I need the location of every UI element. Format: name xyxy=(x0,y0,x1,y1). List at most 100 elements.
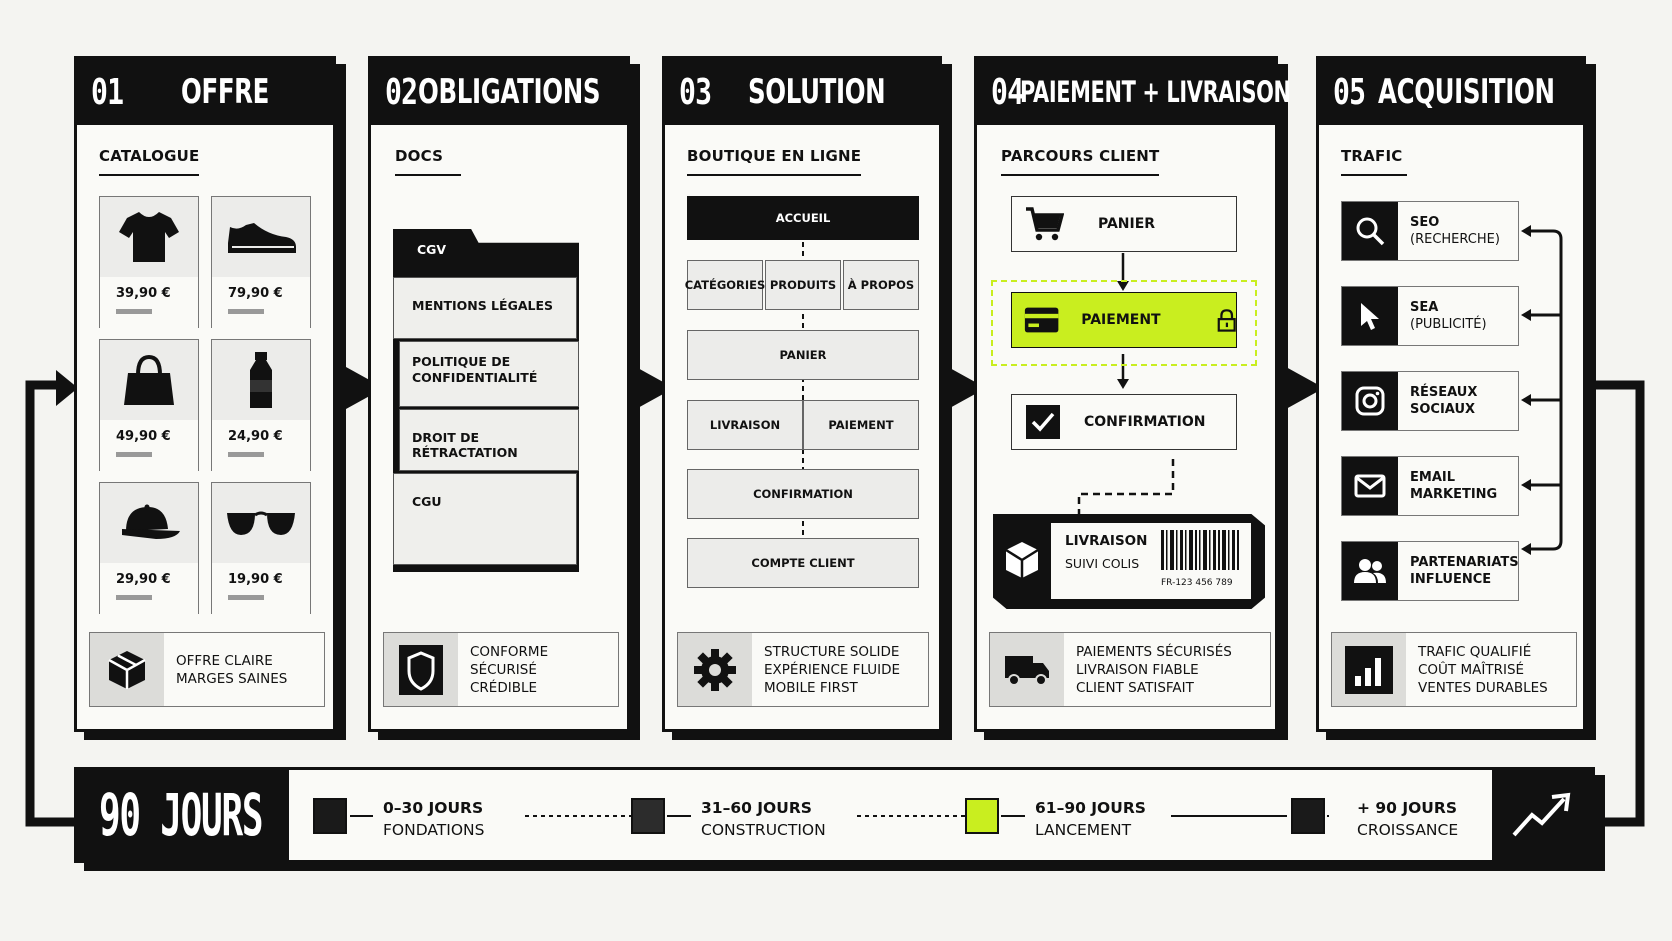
summary-line: CLIENT SATISFAIT xyxy=(1076,679,1194,696)
package-icon xyxy=(108,650,146,689)
summary-line: LIVRAISON FIABLE xyxy=(1076,661,1199,678)
sitemap-home[interactable]: ACCUEIL xyxy=(687,196,919,240)
lock-icon xyxy=(1217,309,1236,332)
cart-icon xyxy=(1026,207,1064,241)
sitemap-dashed-line xyxy=(802,224,804,537)
channel-name: EMAIL xyxy=(1410,470,1455,485)
column-title: PAIEMENT + LIVRAISON xyxy=(1020,75,1292,109)
mail-icon xyxy=(1354,474,1386,498)
phase-label: CONSTRUCTION xyxy=(701,821,826,839)
sitemap-confirmation[interactable]: CONFIRMATION xyxy=(687,469,919,519)
column-header: 04 PAIEMENT + LIVRAISON xyxy=(977,59,1291,125)
journey-payment-label: PAIEMENT xyxy=(1081,312,1161,328)
search-icon xyxy=(1356,217,1385,246)
phase-swatch xyxy=(631,798,665,834)
timeline-phase[interactable]: 0–30 JOURS FONDATIONS xyxy=(313,770,533,860)
channel-detail: INFLUENCE xyxy=(1410,572,1492,587)
phase-swatch xyxy=(965,798,999,834)
barcode-icon xyxy=(1161,530,1239,570)
phase-range: + 90 JOURS xyxy=(1357,799,1457,817)
tracking-number: FR-123 456 789 xyxy=(1161,578,1233,588)
trend-up-icon xyxy=(1512,792,1571,837)
sitemap-nav-item[interactable]: À PROPOS xyxy=(843,260,919,310)
journey-cart[interactable]: PANIER xyxy=(1011,196,1237,252)
sitemap-nav-item[interactable]: CATÉGORIES xyxy=(685,260,765,310)
column-number: 03 xyxy=(679,71,712,113)
phase-label: LANCEMENT xyxy=(1035,821,1132,839)
phase-swatch xyxy=(313,798,347,834)
summary-line: EXPÉRIENCE FLUIDE xyxy=(764,661,901,678)
timeline-phase[interactable]: 61–90 JOURS LANCEMENT xyxy=(965,770,1185,860)
channel-name: SEO xyxy=(1410,215,1440,230)
traffic-channel[interactable]: SEA (PUBLICITÉ) xyxy=(1341,286,1519,346)
summary-line: CRÉDIBLE xyxy=(470,679,538,696)
cap-icon xyxy=(122,504,180,539)
delivery-ticket[interactable]: LIVRAISON SUIVI COLIS FR-123 456 789 xyxy=(993,514,1265,609)
channel-detail: SOCIAUX xyxy=(1410,402,1476,417)
product-card[interactable]: 19,90 € xyxy=(211,482,311,615)
column-header: 05 ACQUISITION xyxy=(1319,59,1583,125)
product-card[interactable]: 24,90 € xyxy=(211,339,311,472)
credit-card-icon xyxy=(1024,307,1059,333)
column-header: 01 OFFRE xyxy=(77,59,333,125)
sitemap-payment[interactable]: PAIEMENT xyxy=(803,400,919,450)
sneaker-icon xyxy=(228,223,296,253)
channel-detail: (RECHERCHE) xyxy=(1410,232,1500,247)
product-price: 29,90 € xyxy=(116,572,171,587)
column-number: 02 xyxy=(385,71,418,113)
column-header: 02 OBLIGATIONS xyxy=(371,59,627,125)
sitemap-account[interactable]: COMPTE CLIENT xyxy=(687,538,919,588)
phase-range: 61–90 JOURS xyxy=(1035,799,1146,817)
column-number: 04 xyxy=(991,71,1024,113)
folder-label: CGV xyxy=(417,242,447,257)
journey-confirmation[interactable]: CONFIRMATION xyxy=(1011,394,1237,450)
column-title: SOLUTION xyxy=(748,72,886,112)
shield-icon xyxy=(399,644,443,695)
summary-line: OFFRE CLAIRE xyxy=(176,652,273,669)
traffic-bracket xyxy=(1521,225,1563,555)
traffic-channel[interactable]: RÉSEAUX SOCIAUX xyxy=(1341,371,1519,431)
channel-detail: MARKETING xyxy=(1410,487,1498,502)
sitemap-cart[interactable]: PANIER xyxy=(687,330,919,380)
channel-name: PARTENARIATS xyxy=(1410,555,1519,570)
channel-detail: (PUBLICITÉ) xyxy=(1410,317,1487,332)
timeline-title: 90 JOURS xyxy=(99,781,264,849)
section-label: DOCS xyxy=(395,147,461,176)
sitemap-nav-item[interactable]: PRODUITS xyxy=(765,260,841,310)
gear-icon xyxy=(694,648,736,691)
product-card[interactable]: 29,90 € xyxy=(99,482,199,615)
doc-sheet[interactable]: DROIT DE RÉTRACTATION xyxy=(399,409,579,471)
traffic-channel[interactable]: EMAIL MARKETING xyxy=(1341,456,1519,516)
product-price: 24,90 € xyxy=(228,429,283,444)
journey-cart-label: PANIER xyxy=(1098,216,1156,232)
channel-name: SEA xyxy=(1410,300,1439,315)
channel-name: RÉSEAUX xyxy=(1410,385,1478,400)
section-label: BOUTIQUE EN LIGNE xyxy=(687,147,862,176)
product-card[interactable]: 39,90 € xyxy=(99,196,199,329)
sitemap-delivery[interactable]: LIVRAISON xyxy=(687,400,803,450)
phase-range: 31–60 JOURS xyxy=(701,799,812,817)
summary-line: SÉCURISÉ xyxy=(470,661,537,678)
doc-sheet[interactable]: CGU xyxy=(393,473,577,565)
product-card[interactable]: 49,90 € xyxy=(99,339,199,472)
traffic-channel[interactable]: SEO (RECHERCHE) xyxy=(1341,201,1519,261)
timeline-phase[interactable]: 31–60 JOURS CONSTRUCTION xyxy=(631,770,861,860)
handbag-icon xyxy=(124,354,174,405)
summary-line: PAIEMENTS SÉCURISÉS xyxy=(1076,643,1232,660)
journey-payment[interactable]: PAIEMENT xyxy=(1011,292,1237,348)
phase-label: FONDATIONS xyxy=(383,821,485,839)
delivery-subtitle: SUIVI COLIS xyxy=(1065,556,1140,571)
summary-line: CONFORME xyxy=(470,643,549,660)
column-title: OBLIGATIONS xyxy=(418,72,601,112)
section-label: PARCOURS CLIENT xyxy=(1001,147,1160,176)
product-card[interactable]: 79,90 € xyxy=(211,196,311,329)
doc-sheet[interactable]: MENTIONS LÉGALES xyxy=(393,277,577,339)
traffic-channel[interactable]: PARTENARIATS INFLUENCE xyxy=(1341,541,1519,601)
bottle-icon xyxy=(250,352,272,408)
doc-sheet[interactable]: POLITIQUE DE CONFIDENTIALITÉ xyxy=(399,341,579,407)
column-title: ACQUISITION xyxy=(1378,72,1555,112)
phase-range: 0–30 JOURS xyxy=(383,799,484,817)
